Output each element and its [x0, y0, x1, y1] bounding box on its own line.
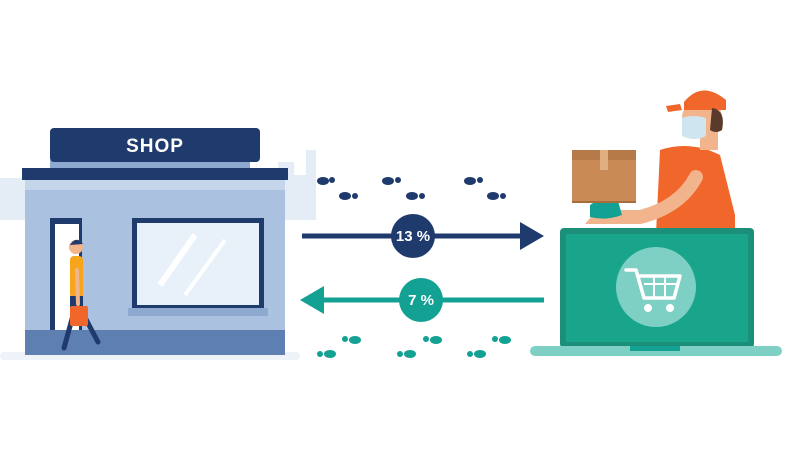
shop-roof-trim — [22, 168, 288, 180]
face-mask-icon — [682, 116, 706, 139]
shop-window-glass — [137, 223, 259, 305]
shopping-bag-icon — [70, 306, 88, 326]
flow-label-to-online: 13 % — [396, 228, 430, 245]
shop-sign-label: SHOP — [126, 136, 184, 157]
flow-arrow-to-online: 13 % — [302, 214, 544, 258]
arrowhead-left-icon — [300, 286, 324, 314]
shop-sign — [50, 128, 260, 162]
footprints-top — [317, 177, 506, 200]
flow-label-to-shop: 7 % — [408, 292, 434, 309]
shopping-cart-icon — [616, 247, 696, 327]
footprints-bottom — [317, 336, 511, 358]
courier-shirt — [655, 146, 735, 255]
arrowhead-right-icon — [520, 222, 544, 250]
flow-arrow-to-shop: 7 % — [300, 278, 544, 322]
courier-glove — [590, 199, 622, 219]
flow-badge-to-shop — [399, 278, 443, 322]
shop-building: SHOP — [22, 128, 288, 355]
delivery-courier-icon — [585, 90, 735, 255]
walking-customer-icon — [61, 239, 101, 351]
flow-badge-to-online — [391, 214, 435, 258]
courier-cap — [684, 90, 726, 110]
parcel-box-icon — [572, 150, 636, 203]
